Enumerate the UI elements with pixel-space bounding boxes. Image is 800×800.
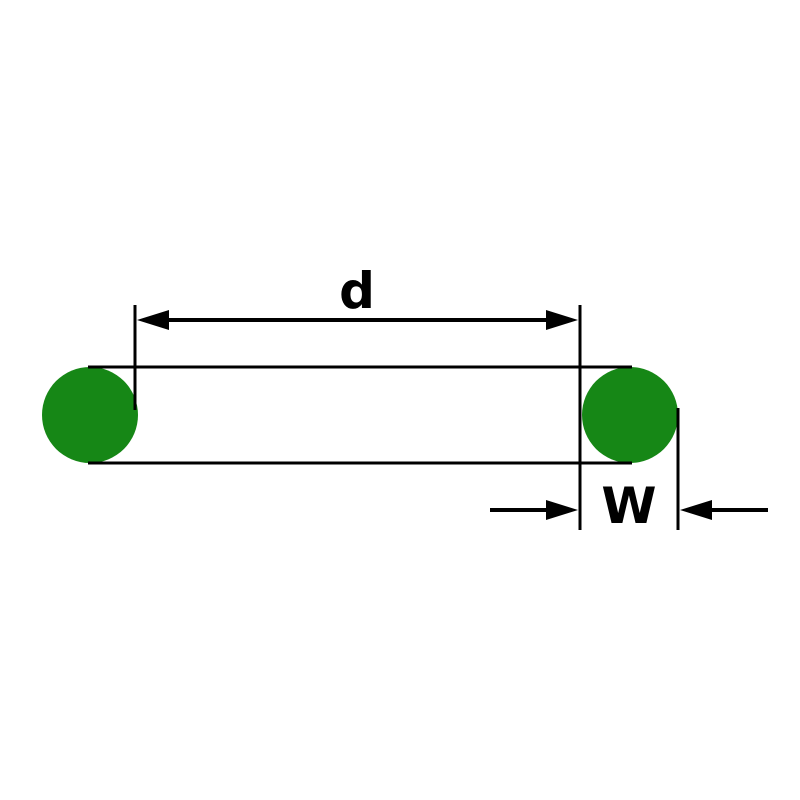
w-arrowhead-right (680, 500, 712, 520)
d-dimension-label: d (339, 262, 375, 320)
d-arrowhead-right (546, 310, 578, 330)
w-arrowhead-left (546, 500, 578, 520)
oring-right-cross-section (582, 367, 678, 463)
d-arrowhead-left (137, 310, 169, 330)
w-dimension-label: W (601, 477, 656, 535)
oring-left-cross-section (42, 367, 138, 463)
